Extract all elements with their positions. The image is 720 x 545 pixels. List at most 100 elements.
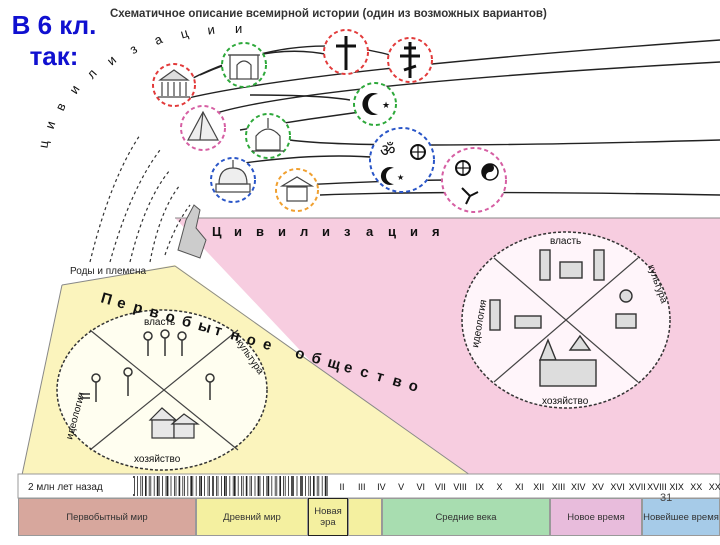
page-number: 31 [660,492,673,504]
arc-letter: в [52,100,69,113]
century-label: II [339,482,344,492]
prim-letter: ы [196,317,213,337]
crescent-icon-2: ★ [380,167,404,185]
prim-letter: о [407,377,421,396]
pagoda-circle [275,168,319,212]
prim-letter: т [374,368,386,386]
century-label: V [398,482,404,492]
arc-letter: и [104,52,119,68]
slide-label: В 6 кл. так: [4,10,104,72]
civ-letter: ц [388,224,396,239]
civ-letter: Ц [212,224,222,239]
tribes-label: Роды и племена [70,266,147,277]
civ-letter: а [366,224,374,239]
temple-icon [158,69,190,98]
century-label: XIV [571,482,586,492]
arc-letter: и [66,82,83,96]
region-edge [174,265,471,476]
crescent-circle [353,82,397,126]
dharma-wheel-icon-2 [455,160,471,176]
icons: ★ ॐ ★ [158,36,499,205]
era-contemporary: Новейшее время [642,498,720,536]
arc-letter: ц [179,25,191,42]
state-figures [489,249,637,387]
left-circle-top-label: власть [144,317,175,328]
prim-letter: о [164,308,178,327]
orthodox-cross-icon [400,42,420,78]
era-ancient-tail [348,498,382,536]
tribe-arrows [89,134,191,263]
arc-letter: а [152,31,165,48]
era-label: Новая эра [314,506,342,528]
era-label: Новейшее время [643,511,719,523]
eastern-faith-circle [441,147,507,213]
svg-text:★: ★ [382,100,390,110]
figure-icon [461,187,479,205]
dharma-wheel-icon [410,144,426,160]
civ-letter: з [344,224,351,239]
prim-letter: б [309,349,323,368]
era-middle-ages: Средние века [382,498,550,536]
dome-icon [215,160,251,193]
civ-letter: и [410,224,418,239]
century-label: XX [690,482,702,492]
century-label: XVII [629,482,646,492]
era-label: Первобытный мир [66,511,148,523]
civ-letter: я [432,224,440,239]
stupa-icon [252,118,284,152]
arc-letter: з [127,41,140,57]
arch-icon [228,54,260,80]
right-circle-top-label: власть [550,236,581,247]
cross-icon [336,36,356,70]
primitive-society-circle [56,309,268,471]
century-label: XIX [669,482,684,492]
arc-letter: и [207,22,216,38]
pyramid-icon [186,110,220,141]
era-primitive: Первобытный мир [18,498,196,536]
hut-icon [148,407,200,439]
civ-letter: и [234,224,242,239]
timeline-start-label: 2 млн лет назад [28,482,103,493]
people-figures [80,329,215,402]
arc-letter: и [235,21,242,36]
century-label: XIII [552,482,566,492]
diagram-title: Схематичное описание всемирной истории (… [110,8,547,20]
prim-letter: т [212,322,224,340]
right-circle-bottom-label: хозяйство [542,396,589,407]
crescent-icon: ★ [362,92,390,115]
century-label: XV [592,482,604,492]
century-label: IV [377,482,386,492]
century-label: VII [435,482,446,492]
era-label: Новое время [567,511,625,523]
century-label: XI [515,482,524,492]
yin-yang-icon [481,163,499,181]
century-label: III [358,482,366,492]
arc-letter: и [42,119,58,130]
region-edge [61,265,176,286]
pagoda-icon [279,176,315,202]
svg-text:★: ★ [397,173,404,182]
prim-letter: в [390,372,404,391]
century-label: XXI [709,482,720,492]
civ-letter: л [300,224,308,239]
region-edge [21,284,63,476]
slide-label-line-1: В 6 кл. [11,10,97,40]
century-label: VI [416,482,425,492]
prim-letter: о [245,331,259,350]
tribe-figure-icon [177,204,207,259]
stupa-circle [245,113,291,159]
century-label: VIII [453,482,467,492]
timeline-start-box [24,478,134,494]
century-label: XVI [610,482,625,492]
era-label: Средние века [435,511,497,523]
era-new-era: Новая эра [308,498,348,536]
century-label: IX [476,482,485,492]
era-modern: Новое время [550,498,642,536]
civ-letter: и [278,224,286,239]
civ-letter: в [256,224,264,239]
